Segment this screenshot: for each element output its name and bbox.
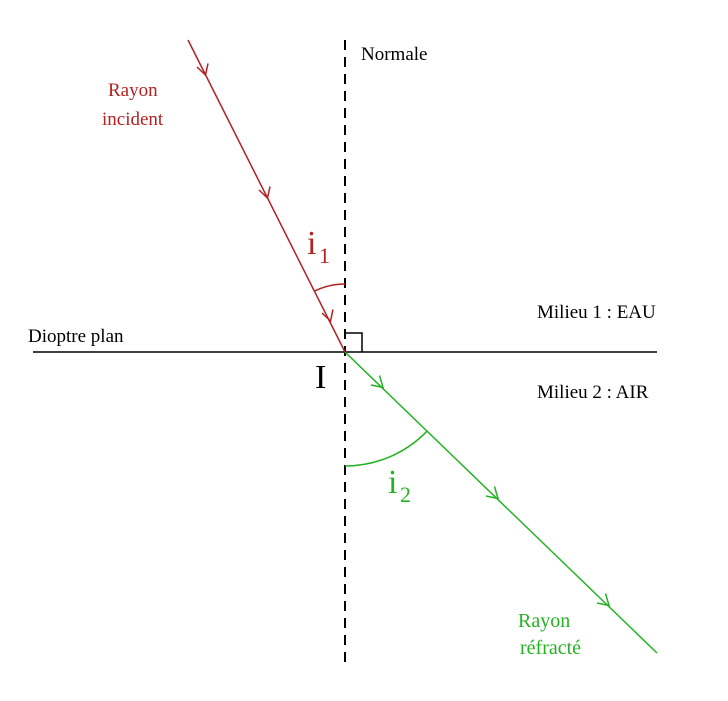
angle-i2-label: i 2 bbox=[388, 464, 411, 507]
refracted-arrow-2 bbox=[485, 486, 500, 500]
angle-i1-sub: 1 bbox=[319, 243, 330, 268]
refracted-arrow-3 bbox=[596, 593, 611, 607]
refracted-ray-label-line2: réfracté bbox=[520, 637, 581, 659]
right-angle-marker bbox=[345, 332, 363, 352]
angle-i1-label: i 1 bbox=[307, 225, 330, 268]
incident-arrow-3 bbox=[321, 309, 334, 323]
angle-i1-main: i bbox=[307, 225, 316, 262]
incidence-point-label: I bbox=[315, 359, 326, 396]
angle-i2-arc bbox=[344, 430, 428, 467]
medium1-label: Milieu 1 : EAU bbox=[537, 302, 656, 323]
angle-i2-main: i bbox=[388, 464, 397, 501]
refracted-ray-label-line1: Rayon bbox=[518, 610, 570, 632]
incident-ray-label-line2: incident bbox=[102, 109, 164, 130]
incident-arrow-2 bbox=[258, 186, 271, 200]
refracted-arrow-1 bbox=[370, 375, 385, 389]
normal-label: Normale bbox=[361, 44, 427, 65]
angle-i1-arc bbox=[314, 283, 346, 292]
interface-label: Dioptre plan bbox=[28, 326, 124, 347]
incident-ray-label-line1: Rayon bbox=[108, 80, 158, 101]
angle-i2-sub: 2 bbox=[400, 482, 411, 507]
incident-arrow-1 bbox=[196, 63, 209, 77]
incident-ray bbox=[187, 39, 346, 353]
refracted-ray bbox=[344, 351, 658, 654]
medium2-label: Milieu 2 : AIR bbox=[537, 382, 649, 403]
